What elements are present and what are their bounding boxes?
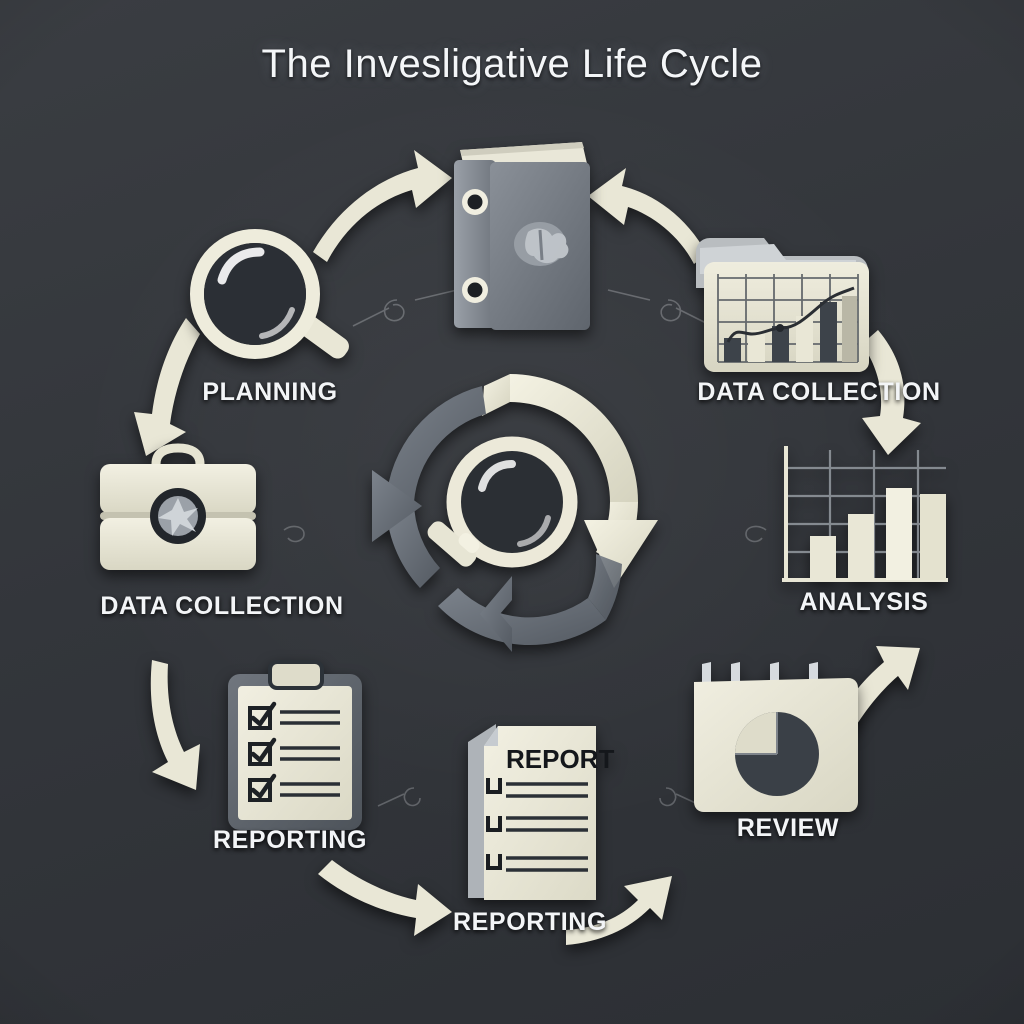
node-label-data-collection-1: DATA COLLECTION	[697, 378, 941, 406]
node-review[interactable]: REVIEW	[678, 656, 868, 856]
node-label-planning: PLANNING	[202, 378, 338, 406]
node-planning[interactable]: PLANNING	[182, 228, 362, 418]
clipboard-checklist-icon	[228, 660, 362, 830]
bar-chart-icon	[782, 446, 948, 582]
magnifying-glass-icon	[427, 436, 578, 568]
node-label-reporting-2: REPORTING	[212, 826, 368, 854]
node-analysis[interactable]: ANALYSIS	[768, 440, 964, 630]
magnifying-glass-icon	[190, 229, 349, 359]
cycle-arrows-icon	[372, 374, 658, 652]
node-label-reporting-1: REPORTING	[452, 908, 608, 936]
node-label-data-collection-2: DATA COLLECTION	[100, 592, 344, 620]
decorative-squiggle-right	[745, 525, 767, 543]
node-binder[interactable]	[432, 132, 612, 342]
node-data-collection-1[interactable]: DATA COLLECTION	[686, 230, 956, 420]
connector-planning-to-binder	[313, 150, 452, 262]
node-label-analysis: ANALYSIS	[799, 588, 929, 616]
connector-reportingleft-to-reporting	[318, 860, 452, 936]
node-label-review: REVIEW	[736, 814, 840, 842]
node-reporting-2[interactable]: REPORTING	[212, 660, 392, 870]
report-heading: REPORT	[506, 744, 614, 774]
connector-datacollectionleft-to-reporting	[150, 660, 200, 790]
folder-chart-icon	[696, 238, 869, 372]
connector-datacollection-to-binder	[588, 168, 707, 264]
binder-book-icon	[454, 142, 590, 330]
node-reporting-1[interactable]: REPORT REPORTING	[452, 712, 636, 942]
briefcase-icon	[100, 443, 256, 570]
report-document-icon: REPORT	[468, 724, 614, 900]
connector-reporting-to-review	[566, 876, 672, 945]
connector-planning-to-datacollectionleft	[134, 318, 200, 456]
decorative-squiggle-left	[283, 525, 305, 543]
decorative-squiggle-top-left	[352, 289, 458, 327]
page-title: The Invesligative Life Cycle	[261, 42, 763, 86]
cycle-hub[interactable]	[362, 352, 662, 682]
node-data-collection-2[interactable]: DATA COLLECTION	[88, 443, 358, 634]
connector-datacollection-to-analysis	[862, 330, 921, 455]
decorative-squiggle-bottom-left	[377, 787, 421, 807]
notepad-pie-chart-icon	[694, 662, 858, 812]
